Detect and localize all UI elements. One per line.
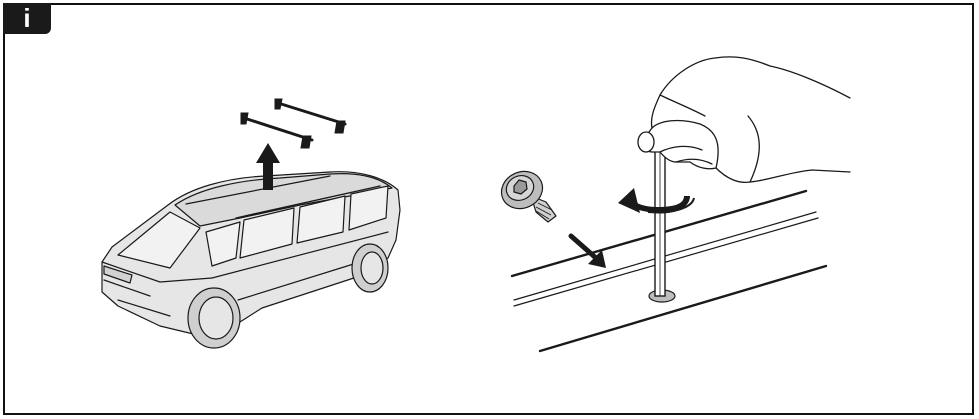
roof-rack-icon — [241, 99, 345, 148]
arrow-down-right-icon — [571, 236, 606, 268]
screw-icon — [495, 165, 556, 222]
hand-icon — [638, 57, 850, 183]
car-icon — [102, 172, 400, 348]
roof-rail-icon — [512, 191, 826, 351]
